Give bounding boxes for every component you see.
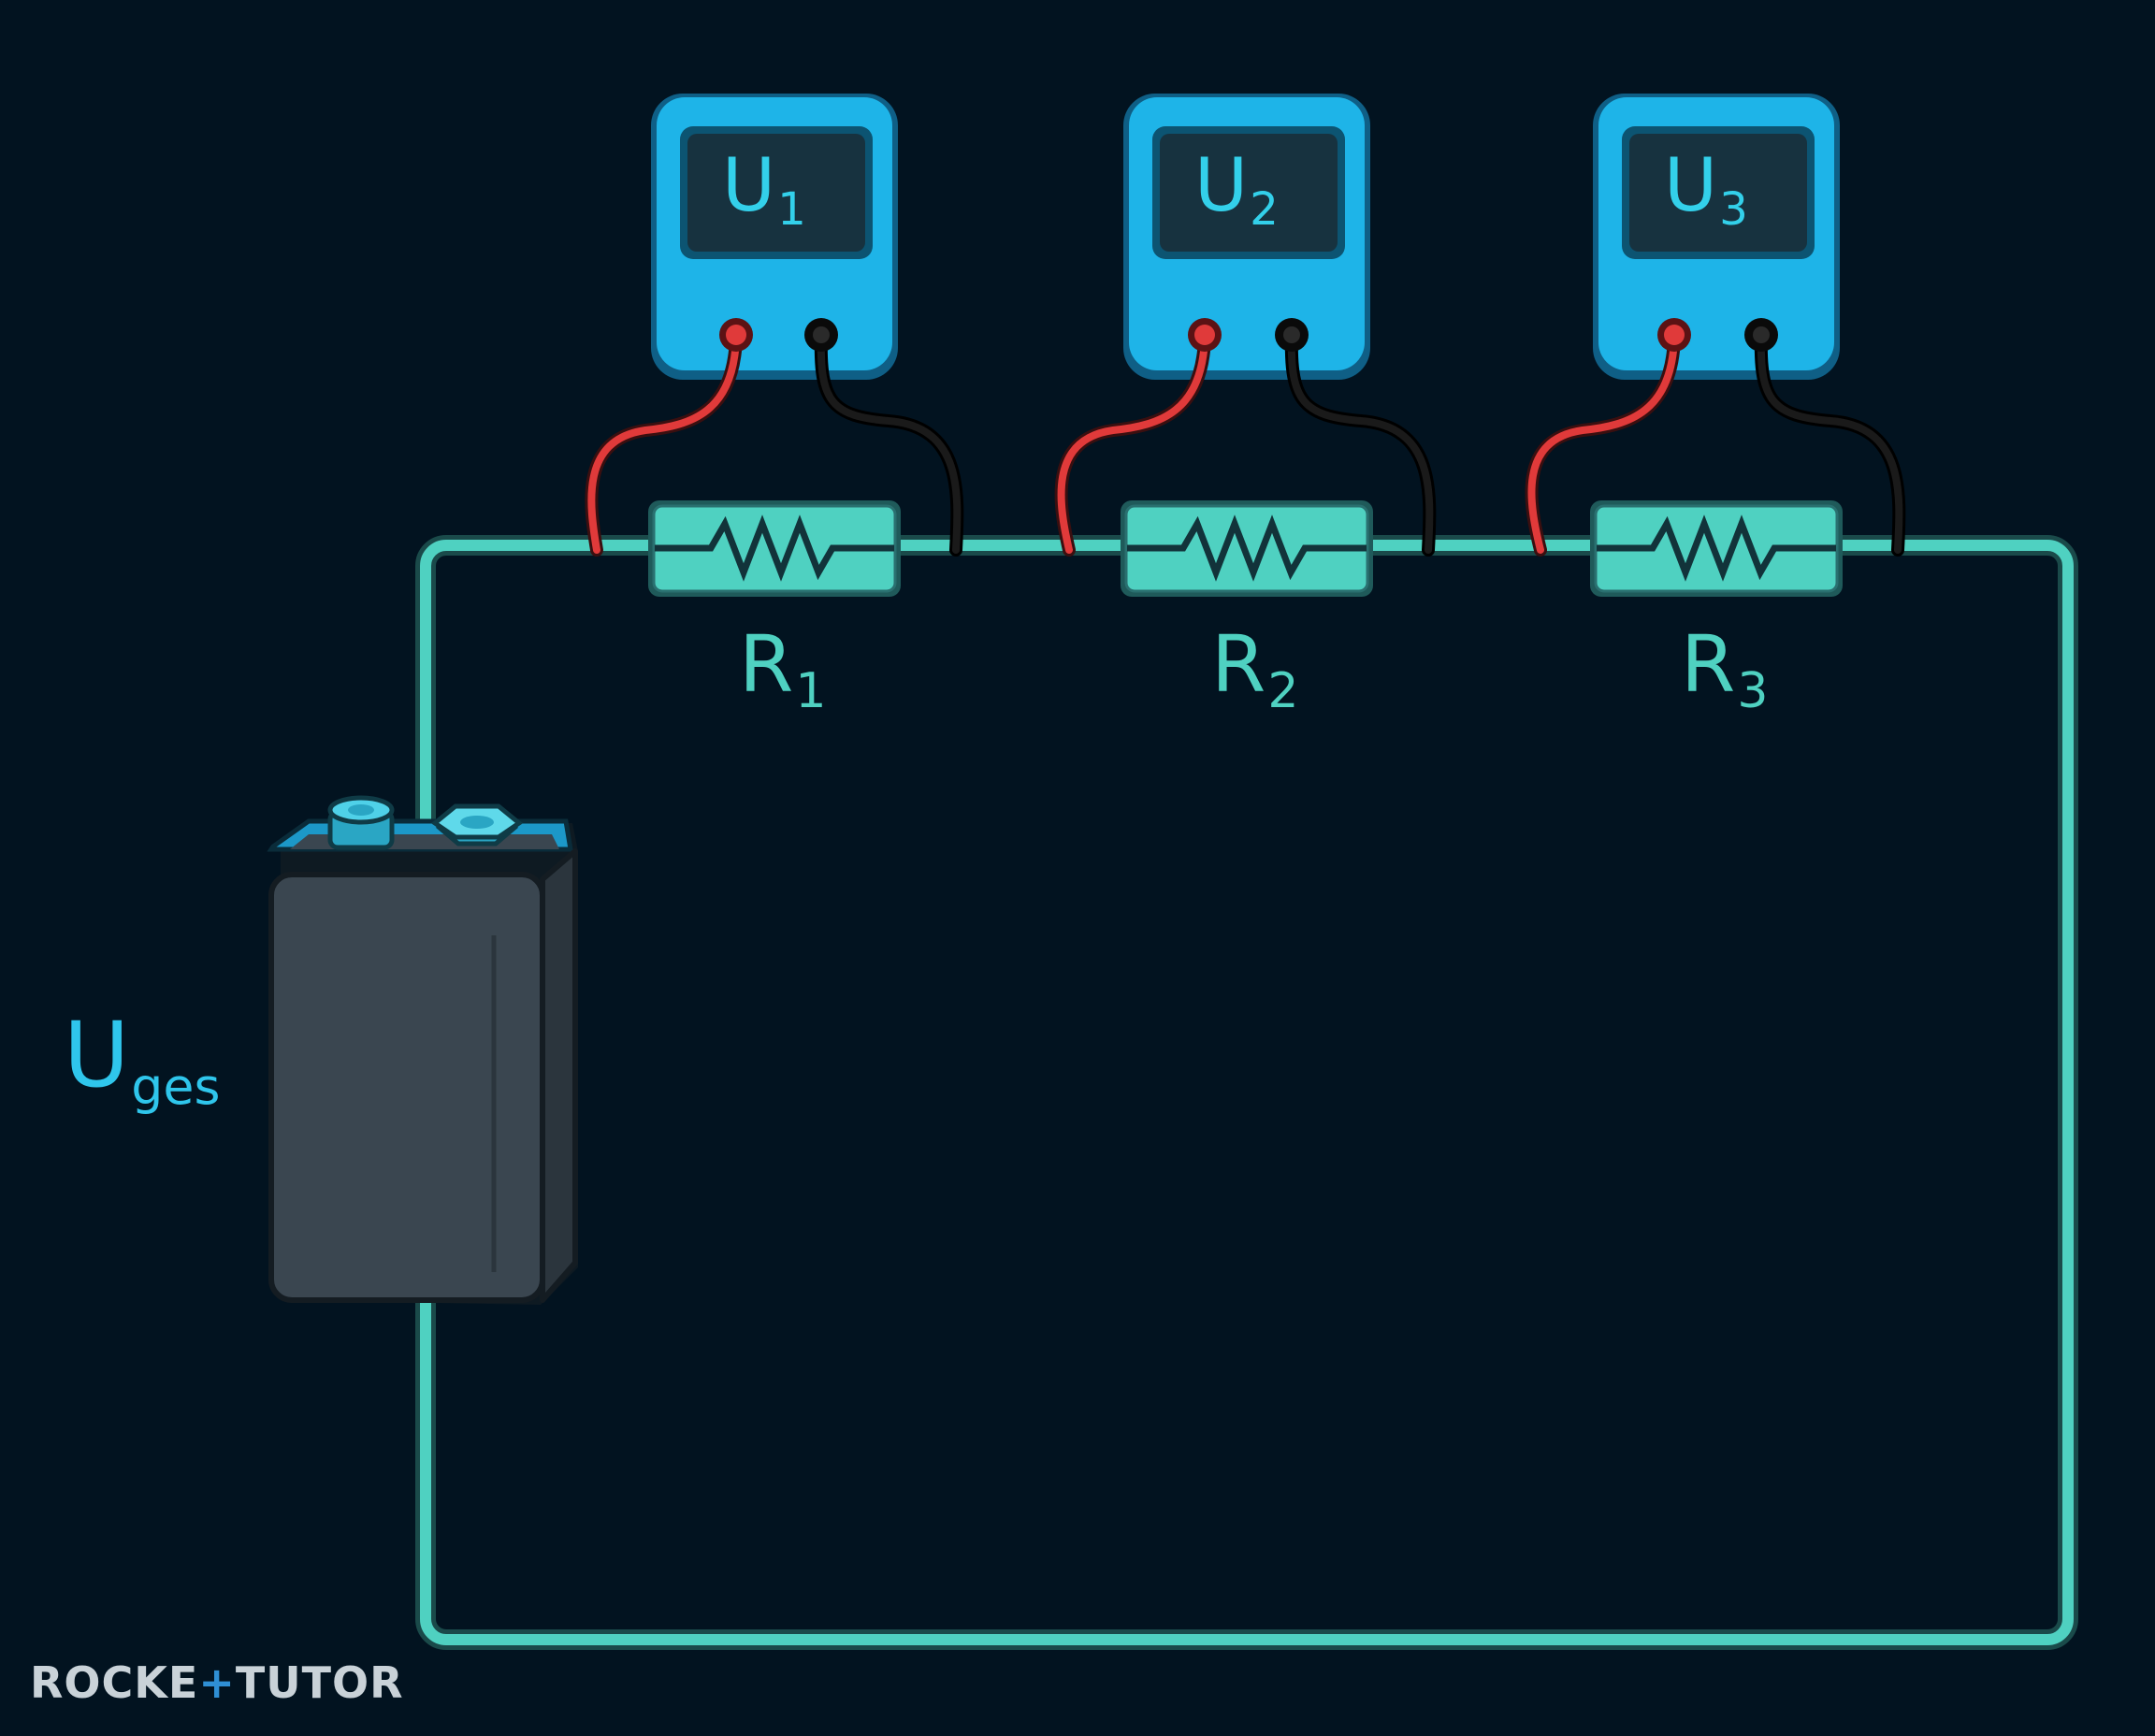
logo: ROCKE+TUTOR — [30, 1657, 404, 1708]
meter-index: 2 — [1250, 183, 1279, 237]
resistor-symbol: R — [1681, 618, 1736, 710]
resistor-r2 — [1121, 500, 1373, 597]
resistor-symbol: R — [739, 618, 794, 710]
resistor-zigzag-icon — [1127, 514, 1367, 582]
voltmeter-u3-label: U3 — [1664, 150, 1748, 233]
resistor-r1 — [648, 500, 901, 597]
meter-symbol: U — [1664, 144, 1718, 228]
probe-lead-negative-highlight — [1287, 333, 1434, 554]
meter-symbol: U — [722, 144, 776, 228]
meter-index: 3 — [1719, 183, 1748, 237]
meter-jacks — [719, 318, 1778, 352]
voltmeter-u1-label: U1 — [722, 150, 806, 233]
voltmeter-u2-label: U2 — [1194, 150, 1279, 233]
resistor-r2-label: R2 — [1211, 625, 1299, 716]
probe-lead-positive-highlight — [587, 333, 740, 554]
resistor-r3 — [1590, 500, 1843, 597]
resistor-index: 1 — [795, 662, 827, 719]
probe-lead-positive-highlight — [1527, 333, 1678, 554]
resistor-index: 2 — [1267, 662, 1299, 719]
resistor-r3-label: R3 — [1681, 625, 1769, 716]
resistor-symbol: R — [1211, 618, 1266, 710]
voltmeter-u1 — [651, 94, 898, 380]
resistor-zigzag-icon — [1597, 514, 1836, 582]
resistor-index: 3 — [1737, 662, 1769, 719]
meter-index: 1 — [777, 183, 806, 237]
probe-lead-negative-highlight — [1757, 333, 1903, 554]
battery-label: Uges — [64, 1010, 220, 1111]
battery-symbol: U — [64, 1003, 130, 1107]
voltmeter-u2 — [1123, 94, 1370, 380]
probe-lead-positive-highlight — [1057, 333, 1208, 554]
battery-index: ges — [131, 1056, 221, 1116]
resistor-zigzag-icon — [655, 514, 894, 582]
probe-lead-negative-highlight — [817, 333, 962, 554]
battery-icon — [267, 795, 578, 1305]
meter-symbol: U — [1194, 144, 1249, 228]
resistor-r1-label: R1 — [739, 625, 827, 716]
voltmeter-u3 — [1593, 94, 1840, 380]
